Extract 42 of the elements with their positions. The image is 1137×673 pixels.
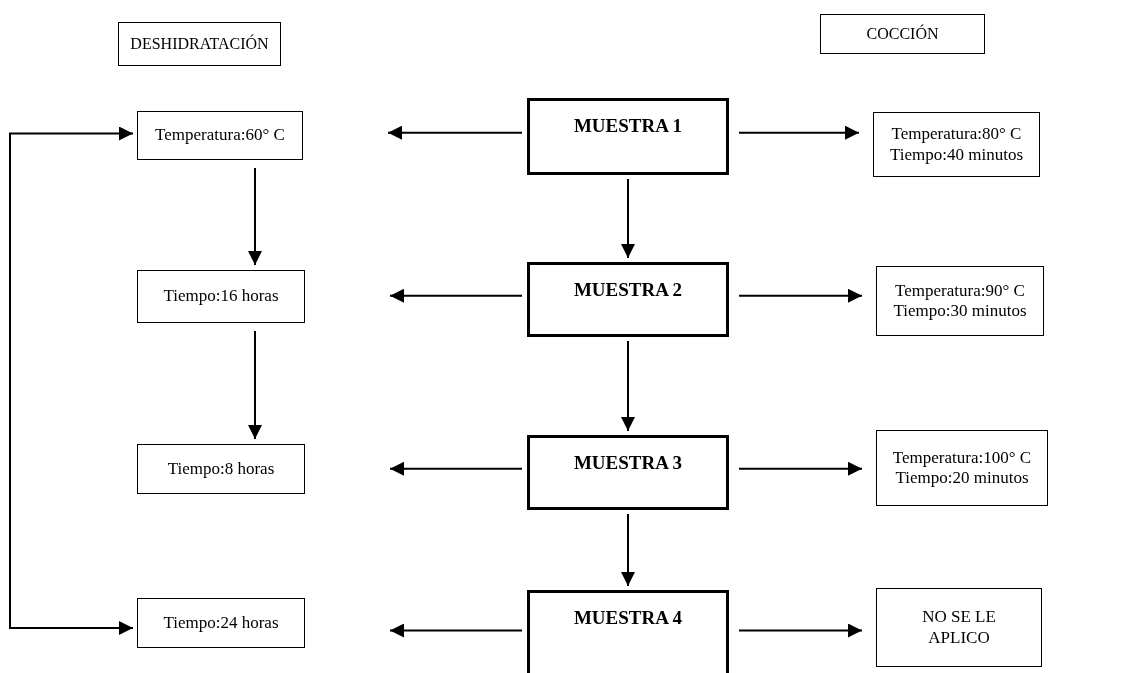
arrow — [248, 330, 262, 440]
node-label: Temperatura:90° C Tiempo:30 minutos — [892, 280, 1028, 322]
node-label: Tiempo:8 horas — [167, 458, 275, 480]
node-label: MUESTRA 1 — [573, 115, 683, 138]
process-box — [137, 598, 305, 648]
arrow — [621, 340, 635, 432]
arrow — [389, 461, 523, 476]
arrow — [738, 461, 863, 476]
node-label: Tiempo:24 horas — [163, 612, 279, 634]
process-box — [876, 588, 1042, 667]
arrow — [621, 178, 635, 259]
sample-box — [527, 590, 729, 673]
arrow — [738, 125, 860, 140]
process-box — [137, 444, 305, 494]
arrow — [621, 513, 635, 587]
process-box — [137, 111, 303, 160]
node-label: Temperatura:60° C — [155, 125, 285, 146]
arrow — [389, 623, 523, 638]
node-label: DESHIDRATACIÓN — [130, 34, 269, 54]
arrow — [9, 126, 134, 635]
process-box — [876, 430, 1048, 506]
arrow — [738, 623, 863, 638]
node-label: MUESTRA 3 — [573, 452, 683, 475]
heading-box — [118, 22, 281, 66]
process-box — [873, 112, 1040, 177]
node-label: MUESTRA 2 — [573, 279, 683, 302]
arrow — [738, 288, 863, 303]
node-label: NO SE LE APLICO — [921, 607, 997, 648]
node-label: MUESTRA 4 — [573, 607, 683, 630]
heading-box — [820, 14, 985, 54]
node-label: Tiempo:16 horas — [163, 286, 279, 307]
process-box — [137, 270, 305, 323]
node-label: Temperatura:80° C Tiempo:40 minutos — [888, 124, 1024, 165]
node-label: COCCIÓN — [866, 24, 939, 44]
sample-box — [527, 262, 729, 337]
arrow — [389, 288, 523, 303]
sample-box — [527, 98, 729, 175]
process-box — [876, 266, 1044, 336]
node-label: Temperatura:100° C Tiempo:20 minutos — [891, 447, 1033, 489]
arrow — [248, 167, 262, 266]
sample-box — [527, 435, 729, 510]
arrow — [387, 125, 523, 140]
